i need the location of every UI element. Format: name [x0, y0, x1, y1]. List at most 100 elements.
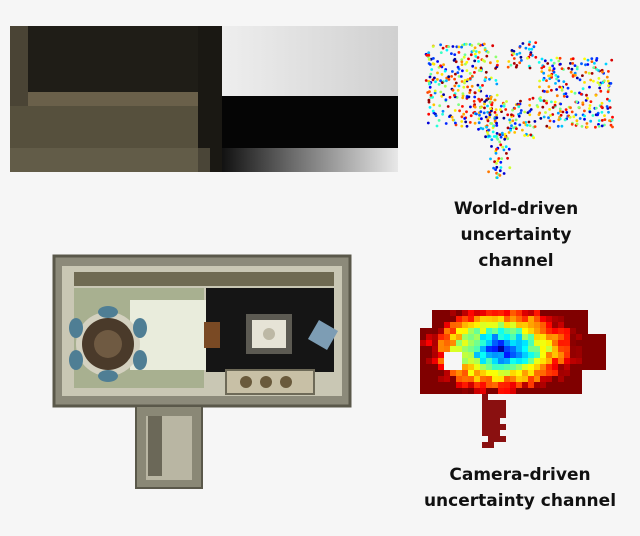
heatmap-cell — [480, 322, 486, 328]
point-cloud-point — [484, 70, 488, 74]
heatmap-cell — [582, 364, 588, 370]
heatmap-cell — [534, 388, 540, 394]
heatmap-cell — [432, 364, 438, 370]
heatmap-cell — [522, 382, 528, 388]
point-cloud-point — [461, 105, 464, 108]
heatmap-cell — [516, 322, 522, 328]
point-cloud-point — [462, 55, 466, 59]
point-cloud-point — [512, 57, 516, 60]
point-cloud-point — [457, 51, 461, 54]
point-cloud-point — [445, 48, 449, 52]
heatmap-cell — [474, 328, 480, 334]
point-cloud-point — [575, 76, 579, 80]
point-cloud-point — [603, 114, 606, 117]
point-cloud-point — [597, 125, 601, 128]
point-cloud-point — [466, 78, 470, 81]
heatmap-cell — [582, 352, 588, 358]
point-cloud-point — [589, 119, 593, 123]
point-cloud-point — [517, 114, 521, 118]
point-cloud-point — [461, 69, 464, 73]
heatmap-trail-cell — [494, 424, 500, 430]
heatmap-cell — [540, 322, 546, 328]
heatmap-cell — [504, 316, 510, 322]
heatmap-cell — [444, 388, 450, 394]
heatmap-cell — [528, 382, 534, 388]
point-cloud-point — [468, 72, 472, 75]
heatmap-cell — [516, 340, 522, 346]
point-cloud-point — [453, 109, 457, 112]
point-cloud-point — [538, 97, 541, 100]
point-cloud-point — [611, 125, 614, 129]
heatmap-cell — [528, 322, 534, 328]
heatmap-cell — [576, 364, 582, 370]
point-cloud-point — [570, 67, 574, 71]
heatmap-cell — [468, 322, 474, 328]
point-cloud-point — [454, 60, 458, 64]
floorplan-image — [50, 244, 370, 494]
point-cloud-point — [552, 61, 556, 65]
heatmap-cell — [588, 364, 594, 370]
point-cloud-point — [486, 119, 490, 123]
point-cloud-point — [442, 63, 445, 66]
point-cloud-point — [439, 43, 442, 47]
heatmap-cell — [600, 358, 606, 364]
point-cloud-point — [485, 54, 489, 58]
heatmap-cell — [540, 382, 546, 388]
heatmap-trail-cell — [482, 394, 488, 400]
point-cloud-point — [483, 100, 487, 104]
heatmap-cell — [474, 358, 480, 364]
point-cloud-point — [565, 111, 569, 114]
heatmap-cell — [498, 364, 504, 370]
heatmap-cell — [552, 382, 558, 388]
point-cloud-point — [456, 88, 460, 92]
point-cloud-point — [470, 44, 474, 47]
heatmap-cell — [450, 346, 456, 352]
point-cloud-point — [429, 72, 433, 76]
point-cloud-point — [495, 82, 499, 86]
heatmap-cell — [456, 310, 462, 316]
point-cloud-point — [528, 113, 532, 117]
heatmap-cell — [588, 346, 594, 352]
point-cloud-point — [490, 138, 494, 141]
point-cloud-point — [494, 168, 497, 172]
point-cloud-point — [428, 90, 431, 94]
point-cloud-point — [439, 90, 443, 94]
point-cloud-point — [470, 84, 474, 88]
point-cloud-point — [440, 94, 444, 98]
heatmap-cell — [444, 370, 450, 376]
point-cloud-point — [471, 64, 475, 68]
heatmap-cell — [468, 352, 474, 358]
point-cloud-point — [520, 59, 523, 62]
point-cloud-point — [476, 56, 480, 59]
heatmap-cell — [528, 316, 534, 322]
point-cloud-point — [548, 68, 551, 72]
heatmap-cell — [552, 310, 558, 316]
point-cloud-point — [611, 115, 614, 119]
heatmap-cell — [486, 352, 492, 358]
point-cloud-point — [465, 60, 469, 64]
point-cloud-point — [528, 103, 532, 107]
point-cloud-point — [468, 121, 472, 124]
heatmap-cell — [456, 334, 462, 340]
heatmap-cell — [558, 310, 564, 316]
point-cloud-point — [432, 103, 436, 107]
point-cloud-point — [542, 115, 546, 119]
point-cloud-point — [606, 97, 609, 101]
heatmap-cell — [540, 364, 546, 370]
point-cloud-point — [490, 103, 494, 107]
heatmap-cell — [552, 340, 558, 346]
point-cloud-point — [488, 113, 492, 117]
point-cloud-point — [507, 60, 511, 63]
point-cloud-point — [479, 126, 483, 130]
heatmap-cell — [498, 370, 504, 376]
camera-uncertainty-caption: Camera-driven uncertainty channel — [410, 462, 630, 514]
heatmap-cell — [468, 358, 474, 364]
point-cloud-point — [546, 62, 550, 65]
point-cloud-point — [531, 96, 535, 100]
point-cloud-point — [593, 61, 596, 65]
heatmap-cell — [462, 352, 468, 358]
point-cloud-point — [469, 105, 472, 109]
heatmap-cell — [546, 322, 552, 328]
point-cloud-point — [457, 45, 461, 49]
point-cloud-point — [540, 66, 544, 70]
